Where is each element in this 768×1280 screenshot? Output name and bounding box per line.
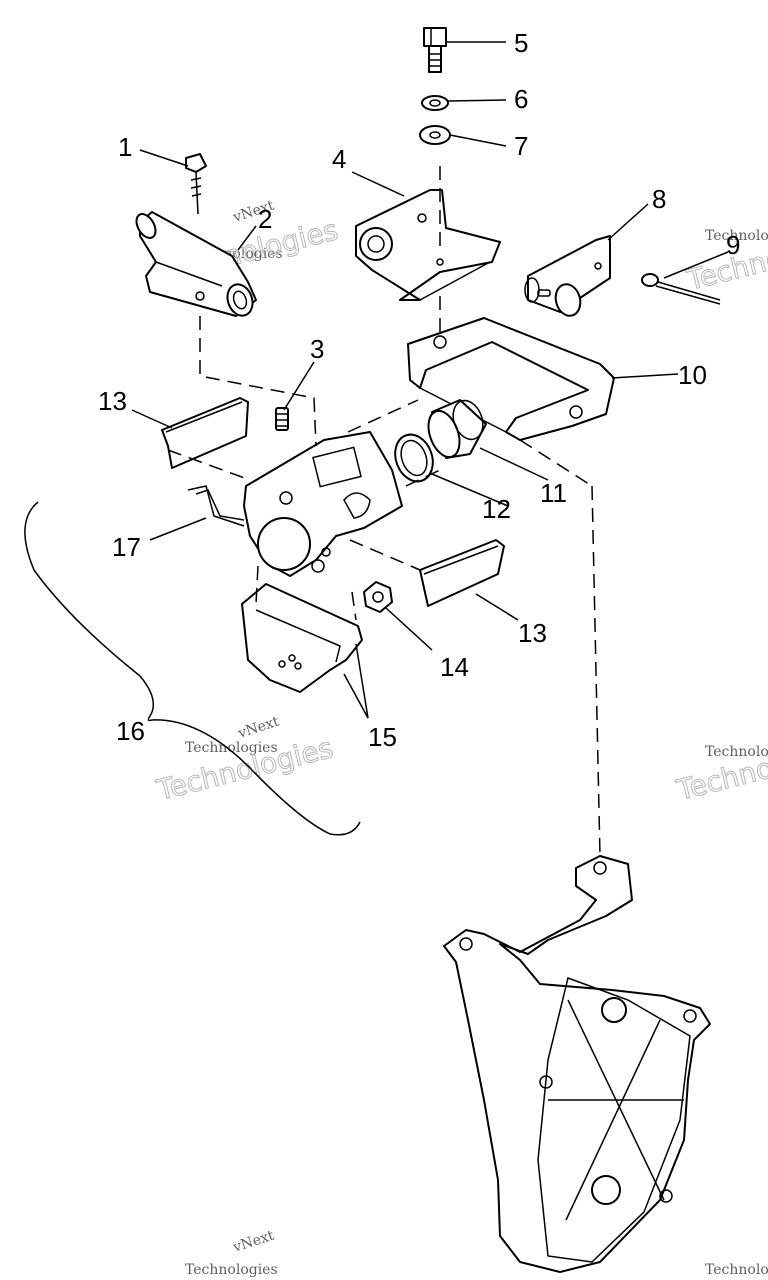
watermark-middle-right: Technologies Technologies bbox=[672, 731, 768, 808]
watermark-bottom-left: vNext Technologies bbox=[185, 1228, 278, 1278]
brake-line-part-17 bbox=[187, 485, 245, 527]
svg-text:vNext: vNext bbox=[230, 1228, 276, 1257]
flat-washer-part-7 bbox=[419, 125, 451, 145]
callout-6: 6 bbox=[514, 84, 528, 114]
leader-lines bbox=[131, 41, 729, 719]
clip-part-13-upper bbox=[161, 397, 249, 469]
callout-15: 15 bbox=[368, 722, 397, 752]
callout-8: 8 bbox=[652, 184, 666, 214]
callout-3: 3 bbox=[310, 334, 324, 364]
assembly-bracket-16 bbox=[24, 501, 361, 836]
watermark-bottom-right: Technologies bbox=[705, 1262, 768, 1278]
lock-washer-part-6 bbox=[421, 95, 449, 111]
callout-14: 14 bbox=[440, 652, 469, 682]
watermark-middle-left: vNext Technologies Technologies bbox=[152, 714, 336, 808]
callout-10: 10 bbox=[678, 360, 707, 390]
o-ring-part-12 bbox=[394, 433, 434, 483]
brake-pad-part-15 bbox=[241, 583, 363, 693]
callout-1: 1 bbox=[118, 132, 132, 162]
bolt-part-5 bbox=[423, 27, 447, 73]
cable-end-part-9 bbox=[641, 273, 721, 305]
callout-12: 12 bbox=[482, 494, 511, 524]
callout-2: 2 bbox=[258, 204, 272, 234]
svg-text:Technologies: Technologies bbox=[185, 740, 278, 756]
svg-text:Technologies: Technologies bbox=[185, 1262, 278, 1278]
mounting-plate-part-4 bbox=[355, 189, 501, 301]
callout-13-upper: 13 bbox=[98, 386, 127, 416]
chaincase-housing bbox=[443, 855, 711, 1273]
svg-text:Technologies: Technologies bbox=[705, 744, 768, 760]
alignment-lines bbox=[167, 166, 601, 857]
clip-part-13-lower bbox=[419, 539, 505, 607]
svg-text:Technologies: Technologies bbox=[705, 228, 768, 244]
caliper-body bbox=[243, 431, 403, 577]
callout-4: 4 bbox=[332, 144, 346, 174]
bolt-part-1 bbox=[185, 153, 207, 215]
svg-text:Technologies: Technologies bbox=[705, 1262, 768, 1278]
callout-13-lower: 13 bbox=[518, 618, 547, 648]
elbow-fitting-part-2 bbox=[135, 211, 257, 317]
callout-11: 11 bbox=[540, 478, 567, 508]
callout-7: 7 bbox=[514, 131, 528, 161]
set-screw-part-3 bbox=[275, 407, 289, 431]
svg-text:vNext: vNext bbox=[235, 714, 281, 743]
callout-17: 17 bbox=[112, 532, 141, 562]
bushing-part-11 bbox=[427, 399, 487, 459]
callout-9: 9 bbox=[726, 230, 740, 260]
svg-text:Technologies: Technologies bbox=[673, 731, 768, 807]
callout-5: 5 bbox=[514, 28, 528, 58]
bracket-part-8 bbox=[524, 235, 611, 317]
nut-part-14 bbox=[363, 581, 393, 613]
callout-16: 16 bbox=[116, 716, 145, 746]
